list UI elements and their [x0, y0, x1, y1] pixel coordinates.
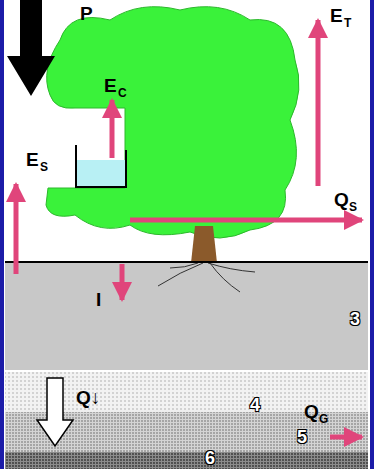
flux-symbol: E: [104, 76, 117, 95]
interception-water: [76, 160, 125, 186]
flux-subscript: G: [319, 413, 328, 425]
soil-evaporation-arrow: [14, 184, 19, 274]
soil-layer: [5, 262, 368, 370]
flux-symbol: Q: [304, 402, 319, 421]
bedrock-layer: [5, 452, 368, 469]
flux-subscript: S: [40, 161, 48, 173]
flux-symbol: P: [80, 4, 93, 23]
tree-canopy: [46, 7, 299, 238]
precipitation-arrow: [7, 0, 55, 96]
groundwater-flow-arrow: [330, 435, 362, 440]
tree-trunk: [191, 226, 217, 263]
tree-roots: [158, 263, 255, 292]
layer-number: 3: [350, 310, 360, 328]
layer-number: 5: [297, 428, 307, 446]
flux-symbol: Q: [334, 190, 349, 209]
flux-symbol: E: [26, 150, 39, 169]
interception-evaporation-arrow: [110, 100, 115, 158]
layer-number: 6: [205, 449, 215, 467]
ground-layer: 3: [5, 262, 368, 370]
surface-runoff-arrow: [130, 218, 362, 223]
interception-store: [76, 145, 126, 187]
ground-layer: 6: [5, 452, 368, 469]
flux-symbol: I: [96, 290, 101, 309]
flux-subscript: C: [118, 87, 127, 99]
flux-symbol: E: [330, 6, 343, 25]
ground-surface: [5, 261, 368, 263]
percolation-arrow: [37, 378, 73, 446]
transpiration-arrow: [316, 20, 321, 186]
flux-symbol: Q↓: [76, 388, 100, 407]
flux-subscript: T: [344, 17, 351, 29]
flux-subscript: S: [349, 201, 357, 213]
layer-number: 4: [250, 396, 260, 414]
panel-ground: [4, 0, 370, 469]
infiltration-arrow: [120, 264, 125, 300]
